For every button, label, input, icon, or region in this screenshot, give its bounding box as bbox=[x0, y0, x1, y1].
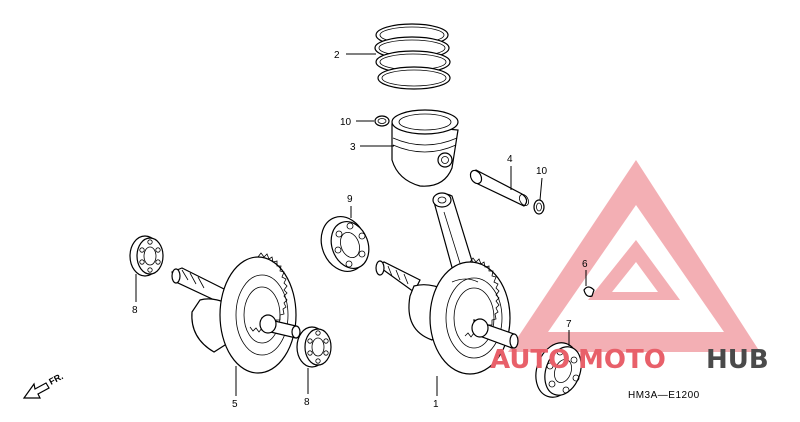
callout-7: 7 bbox=[566, 319, 572, 330]
woodruff-key-part bbox=[583, 286, 595, 297]
callout-9: 9 bbox=[347, 194, 353, 205]
watermark-text-auto: AUTO bbox=[490, 345, 570, 375]
watermark-text-hub: HUB bbox=[706, 345, 769, 375]
callout-10-right: 10 bbox=[536, 166, 548, 177]
callout-8-left: 8 bbox=[132, 305, 138, 316]
piston-pin-part bbox=[469, 169, 529, 207]
bearing-8-center-part bbox=[296, 326, 332, 368]
callout-1: 1 bbox=[433, 399, 439, 410]
callout-8-center: 8 bbox=[304, 397, 310, 408]
watermark-logo bbox=[508, 160, 760, 352]
bearing-9-part bbox=[320, 216, 370, 272]
front-direction-arrow-icon bbox=[22, 382, 50, 399]
piston-rings-part bbox=[374, 23, 451, 90]
watermark-text-moto: MOTO bbox=[578, 345, 666, 375]
crankshaft-left-part bbox=[171, 252, 301, 374]
crankshaft-connecting-rod-assembly-part bbox=[375, 192, 519, 375]
piston-pin-clip-right-part bbox=[533, 199, 545, 215]
bearing-8-left-part bbox=[129, 235, 164, 277]
watermark-triangle-center bbox=[612, 262, 658, 292]
callout-5: 5 bbox=[232, 399, 238, 410]
callout-2: 2 bbox=[334, 50, 340, 61]
bearing-7-part bbox=[535, 342, 582, 398]
figure-code: HM3A—E1200 bbox=[628, 390, 700, 401]
front-direction-label: FR. bbox=[47, 371, 64, 387]
piston-pin-clip-left-part bbox=[374, 115, 390, 127]
piston-part bbox=[391, 109, 459, 187]
callout-4: 4 bbox=[507, 154, 513, 165]
callout-3: 3 bbox=[350, 142, 356, 153]
watermark-text: AUTO MOTO HUB bbox=[490, 345, 769, 375]
callout-10-left: 10 bbox=[340, 117, 352, 128]
callout-6: 6 bbox=[582, 259, 588, 270]
